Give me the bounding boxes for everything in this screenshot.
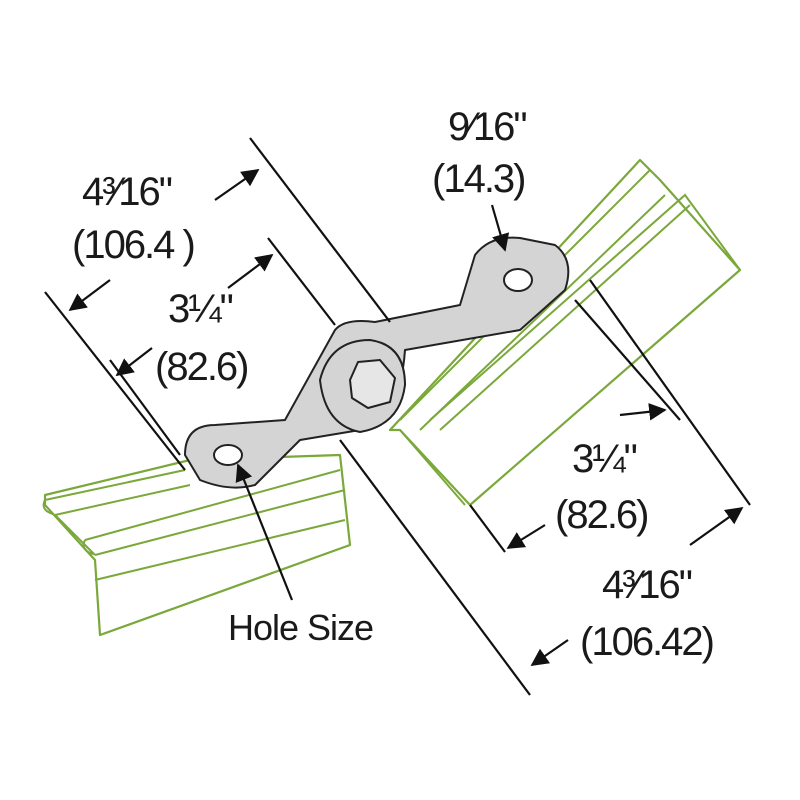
hole-dimension-inches: 9⁄16" [448, 105, 526, 149]
left-inner-dimension-mm: (82.6) [155, 345, 248, 389]
right-outer-dimension-mm: (106.42) [580, 620, 713, 664]
dimension-arrows [68, 168, 744, 667]
left-strut-channel [42, 453, 352, 637]
hole-dimension-mm: (14.3) [432, 157, 525, 201]
hole-right [503, 268, 533, 292]
hole-size-label: Hole Size [228, 607, 373, 648]
hex-bolt-head [349, 359, 396, 409]
right-outer-dimension-inches: 4³⁄16" [602, 563, 692, 607]
hole-left [213, 444, 243, 466]
bracket-fitting [184, 236, 570, 489]
right-inner-dimension-inches: 3¼" [572, 437, 637, 481]
right-strut-channel [388, 158, 742, 507]
left-outer-dimension-mm: (106.4 ) [72, 223, 194, 267]
left-outer-dimension-inches: 4³⁄16" [82, 170, 172, 214]
left-inner-dimension-inches: 3¼" [168, 287, 233, 331]
right-inner-dimension-mm: (82.6) [555, 493, 648, 537]
extension-lines [44, 137, 751, 696]
